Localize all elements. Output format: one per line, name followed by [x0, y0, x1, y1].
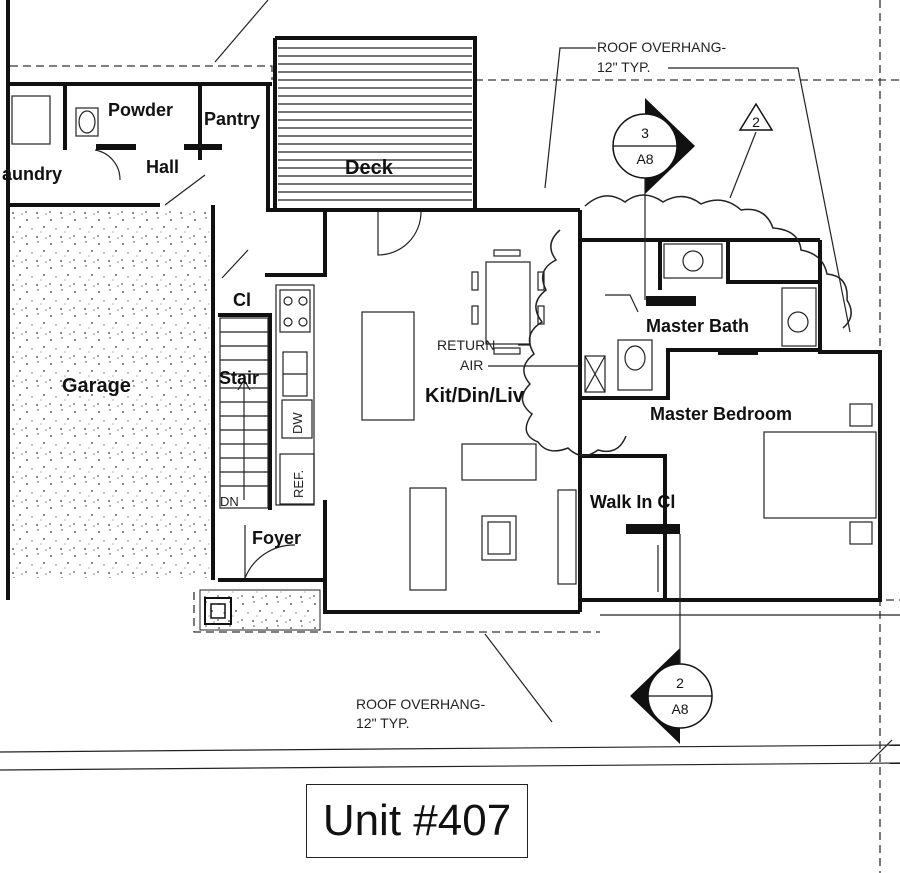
dishwasher-label: DW: [290, 412, 305, 434]
room-kit-din-liv: Kit/Din/Liv: [425, 385, 525, 407]
section-marker-bottom: 2 A8: [630, 534, 713, 744]
roof-overhang-top-line2: 12" TYP.: [597, 59, 651, 75]
room-labels: aundry Powder Pantry Hall Deck Garage Cl…: [2, 100, 792, 548]
roof-overhang-bottom-line1: ROOF OVERHANG-: [356, 696, 485, 712]
section-top-sheet: A8: [636, 151, 653, 167]
dining-table: [485, 261, 531, 345]
return-air-line2: AIR: [460, 357, 483, 373]
sofa: [461, 443, 537, 481]
section-bottom-number: 2: [676, 675, 684, 691]
bath-fixtures: [584, 243, 877, 545]
room-garage: Garage: [62, 375, 131, 397]
room-closet: Cl: [233, 290, 251, 310]
stair-treads: [219, 317, 269, 509]
roof-overhang-bottom-line2: 12" TYP.: [356, 715, 410, 731]
room-master-bedroom: Master Bedroom: [650, 404, 792, 424]
stair-direction-label: DN: [220, 494, 239, 509]
revision-cloud: [521, 194, 852, 457]
return-air-line1: RETURN: [437, 337, 495, 353]
room-stair: Stair: [219, 368, 259, 388]
room-laundry: aundry: [2, 164, 62, 184]
furniture: [361, 249, 577, 591]
section-top-number: 3: [641, 125, 649, 141]
appliance-labels: DW REF. DN: [220, 412, 306, 509]
revision-tag-number: 2: [752, 114, 760, 130]
bed: [763, 431, 877, 519]
section-bottom-sheet: A8: [671, 701, 688, 717]
unit-title: Unit #407: [306, 784, 528, 858]
drawing-notes: ROOF OVERHANG- 12" TYP. ROOF OVERHANG- 1…: [356, 39, 726, 731]
beams: [96, 144, 758, 534]
garage-slab: [10, 210, 210, 578]
kitchen-island: [361, 311, 415, 421]
entry-post: [204, 597, 232, 625]
coffee-table: [481, 515, 517, 561]
roof-overhang-top-line1: ROOF OVERHANG-: [597, 39, 726, 55]
section-marker-top: 3 A8: [612, 98, 695, 300]
leader-lines: [214, 0, 851, 723]
room-hall: Hall: [146, 157, 179, 177]
doors: [94, 149, 659, 592]
room-foyer: Foyer: [252, 528, 301, 548]
room-deck: Deck: [345, 157, 394, 179]
room-powder: Powder: [108, 100, 173, 120]
kitchen-counter: [275, 284, 315, 506]
room-master-bath: Master Bath: [646, 316, 749, 336]
laundry-fixtures: [11, 95, 99, 145]
entry-slab: [199, 589, 321, 631]
revision-tag: 2: [729, 102, 774, 199]
deck-boards: [278, 47, 472, 201]
refrigerator-label: REF.: [291, 470, 306, 498]
room-pantry: Pantry: [204, 109, 260, 129]
room-walk-in-closet: Walk In Cl: [590, 492, 675, 512]
cooktop: [279, 289, 311, 333]
